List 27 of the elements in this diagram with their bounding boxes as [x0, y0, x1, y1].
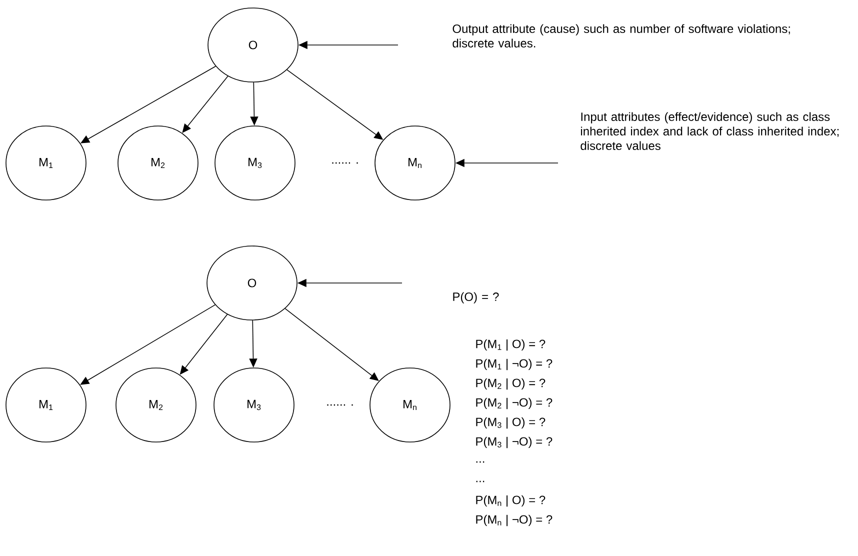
- probability-text: P(M$_{2}$ | ¬O) = ?: [476, 398, 552, 410]
- ellipse-node: M$_{2}$: [118, 126, 198, 200]
- probability-text: P(M$_{3}$ | ¬O) = ?: [476, 436, 552, 448]
- ellipse-node: M$_{3}$: [214, 368, 294, 442]
- annotation-text: P(O) = ?: [453, 292, 499, 304]
- probability-text: P(M$_{1}$ | ¬O) = ?: [476, 358, 552, 370]
- arrow: [182, 76, 228, 133]
- probability-text: P(M$_{n}$ | ¬O) = ?: [476, 514, 552, 526]
- ellipse-node: M$_{2}$: [116, 368, 196, 442]
- arrow: [80, 304, 216, 385]
- ellipse-node: M$_{n}$: [370, 368, 450, 442]
- ellipse-node: M$_{1}$: [6, 126, 86, 200]
- annotation-text: Input attributes (effect/evidence) such as class inherited index and lack of class inherited index; discrete values: [580, 112, 839, 150]
- annotation-text: Output attribute (cause) such as number of software violations; discrete values.: [452, 24, 790, 48]
- probability-text: ...: [476, 461, 484, 463]
- ellipse-node: O: [208, 8, 298, 82]
- probability-text: P(M$_{3}$ | O) = ?: [476, 417, 546, 429]
- ellipse-node: M$_{3}$: [214, 126, 296, 200]
- ellipsis-text: ...... .: [332, 162, 358, 164]
- probability-text: P(M$_{2}$ | O) = ?: [476, 378, 546, 390]
- ellipse-node: O: [206, 246, 298, 320]
- probability-text: P(M$_{1}$ | O) = ?: [476, 339, 546, 351]
- probability-text: P(M$_{n}$ | O) = ?: [476, 495, 546, 507]
- probability-text: ...: [476, 480, 484, 482]
- ellipse-node: M$_{1}$: [6, 368, 86, 442]
- ellipse-node: M$_{n}$: [374, 126, 456, 200]
- ellipsis-text: ...... .: [327, 404, 353, 406]
